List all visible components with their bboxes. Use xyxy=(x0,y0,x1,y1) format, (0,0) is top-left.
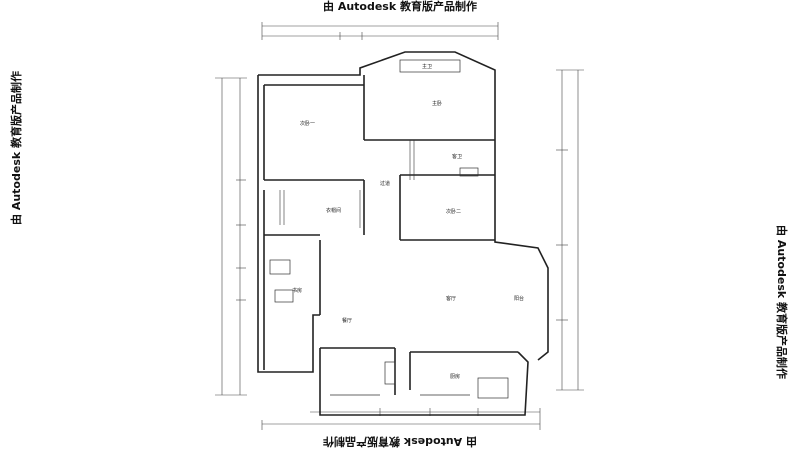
label-hall: 过道 xyxy=(380,180,390,187)
label-bedroom-one: 次卧一 xyxy=(300,120,315,127)
label-balcony: 阳台 xyxy=(514,295,524,302)
label-master-bath: 主卫 xyxy=(422,63,432,70)
label-living: 客厅 xyxy=(446,295,456,302)
top-dimensions xyxy=(261,22,499,40)
label-master-bedroom: 主卧 xyxy=(432,100,442,107)
right-dimensions xyxy=(556,69,584,391)
watermark-top: 由 Autodesk 教育版产品制作 xyxy=(322,0,477,13)
label-bedroom-two: 次卧二 xyxy=(446,208,461,215)
left-dimensions xyxy=(215,77,247,396)
room-labels: 主卫 主卧 次卧一 衣帽间 过道 客卫 次卧二 书房 餐厅 客厅 阳台 厨房 xyxy=(292,63,524,380)
label-dining: 餐厅 xyxy=(342,317,352,324)
wall-details xyxy=(269,59,509,399)
bottom-dimensions xyxy=(261,408,541,430)
label-guest-bath: 客卫 xyxy=(452,153,462,160)
interior-walls xyxy=(263,84,518,395)
label-cloakroom: 衣帽间 xyxy=(326,207,341,214)
label-kitchen: 厨房 xyxy=(450,373,460,380)
label-study: 书房 xyxy=(292,287,302,294)
exterior-walls xyxy=(257,51,549,416)
